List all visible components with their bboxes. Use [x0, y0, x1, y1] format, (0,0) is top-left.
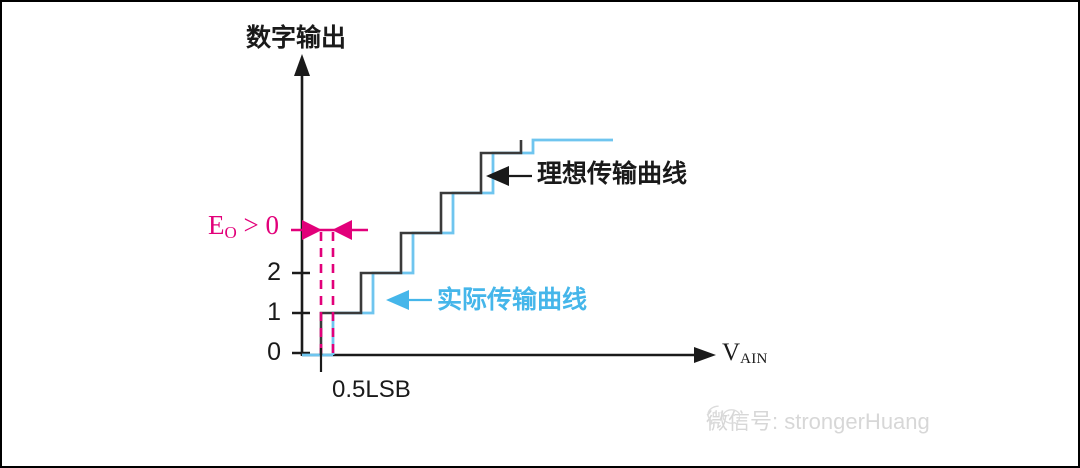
offset-error-label-main: E	[208, 210, 225, 240]
x-axis-arrowhead	[694, 347, 716, 363]
wechat-icon	[707, 405, 740, 426]
half-lsb-label: 0.5LSB	[332, 376, 411, 403]
x-axis-title-subscript: AIN	[740, 351, 768, 367]
actual-curve-leader	[386, 290, 432, 310]
watermark-text: 微信号: strongerHuang	[706, 409, 930, 434]
actual-curve-leader-arrowhead	[386, 290, 409, 310]
x-axis-title: VAIN	[722, 340, 768, 367]
watermark: 微信号: strongerHuang	[706, 404, 930, 436]
offset-error-annotation	[291, 220, 368, 356]
x-axis-title-main: V	[722, 339, 741, 366]
offset-error-label: EO > 0	[208, 210, 280, 242]
ideal-curve-leader-arrowhead	[486, 166, 509, 186]
ideal-curve-leader	[486, 166, 532, 186]
actual-curve-label: 实际传输曲线	[437, 286, 588, 314]
actual-transfer-curve	[302, 138, 613, 357]
offset-arrowhead-left	[302, 220, 322, 240]
ideal-transfer-curve	[319, 140, 523, 355]
ideal-curve-label: 理想传输曲线	[537, 160, 688, 188]
y-tick-label-0: 0	[267, 338, 281, 366]
offset-arrowhead-right	[332, 220, 352, 240]
y-axis-arrowhead	[294, 54, 310, 76]
axes-group	[292, 54, 716, 363]
offset-error-label-subscript: O	[224, 223, 237, 242]
offset-error-label-tail: > 0	[236, 210, 280, 240]
y-tick-label-2: 2	[267, 258, 281, 286]
y-tick-label-1: 1	[267, 298, 281, 326]
y-axis-title: 数字输出	[246, 24, 347, 52]
